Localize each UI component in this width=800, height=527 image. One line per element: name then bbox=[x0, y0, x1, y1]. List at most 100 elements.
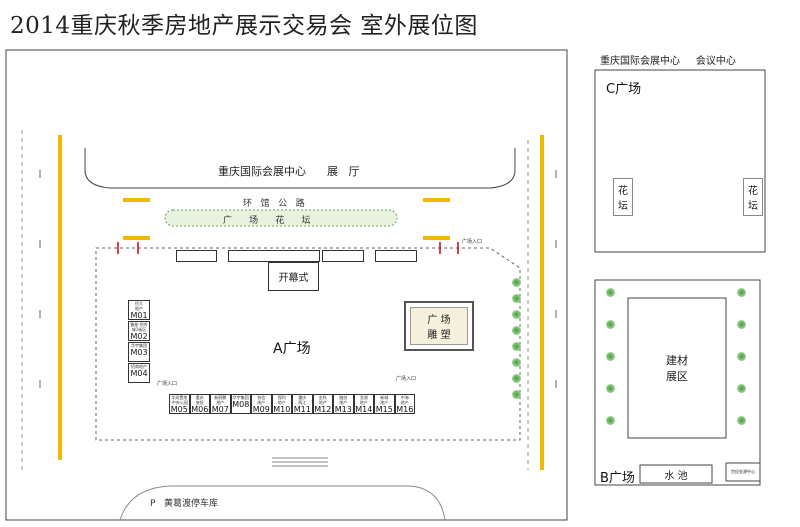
booth-m13-company-2: 地产 bbox=[339, 400, 348, 405]
plant-icon bbox=[512, 390, 521, 399]
plant-icon bbox=[512, 358, 521, 367]
booth-m04[interactable]: 招商地产 M04 bbox=[128, 363, 150, 383]
booth-m05-company: 华润置地 bbox=[171, 395, 188, 400]
plant-icon bbox=[606, 320, 615, 329]
booth-m09[interactable]: 协信 地产 M09 bbox=[251, 394, 272, 414]
flower-bed-right-char2: 坛 bbox=[748, 201, 758, 212]
sculpture-label-1: 广 场 bbox=[427, 315, 451, 326]
booth-m16-company-2: 地产 bbox=[400, 400, 409, 405]
booth-m11-company: 重庆 bbox=[298, 395, 307, 400]
booth-m02-id: M02 bbox=[130, 332, 148, 341]
booth-m07[interactable]: 新鸥鹏 地产 M07 bbox=[210, 394, 231, 414]
flower-bed-left-char2: 坛 bbox=[618, 201, 628, 212]
booth-m11[interactable]: 重庆 两江 M11 bbox=[292, 394, 313, 414]
booth-m15[interactable]: 新城 地产 M15 bbox=[374, 394, 395, 414]
booth-m16-id: M16 bbox=[396, 405, 414, 414]
flower-bed-left: 花 坛 bbox=[613, 178, 633, 216]
booth-m02-company: 鲁能·领秀 bbox=[130, 322, 148, 327]
plant-icon bbox=[606, 384, 615, 393]
plant-icon bbox=[512, 278, 521, 287]
booth-m05-id: M05 bbox=[170, 405, 188, 414]
booth-m16-company: 中海 bbox=[400, 395, 409, 400]
booth-m06[interactable]: 重庆 旅投 M06 bbox=[189, 394, 210, 414]
plaza-c-label: C广场 bbox=[606, 82, 642, 97]
flower-bed-label: 广 场 花 坛 bbox=[223, 216, 311, 226]
booth-m14-company-2: 地产 bbox=[359, 400, 368, 405]
booth-m13-company: 融创 bbox=[339, 395, 348, 400]
plaza-b-label: B广场 bbox=[600, 471, 635, 486]
sculpture-label-2: 雕 塑 bbox=[427, 330, 451, 341]
booth-m07-company-2: 地产 bbox=[216, 400, 225, 405]
booth-m01-id: M01 bbox=[130, 311, 148, 320]
booth-m13[interactable]: 融创 地产 M13 bbox=[333, 394, 354, 414]
flower-bed-right: 花 坛 bbox=[743, 178, 763, 216]
booth-m11-id: M11 bbox=[293, 405, 311, 414]
stage-segment bbox=[176, 250, 217, 262]
plant-icon bbox=[512, 374, 521, 383]
booth-m10-id: M10 bbox=[273, 405, 291, 414]
plant-icon bbox=[737, 384, 746, 393]
building-materials-label-2: 展区 bbox=[666, 370, 688, 383]
booth-m05-company-2: ·中央公园 bbox=[170, 400, 188, 405]
booth-m14-company: 龙湖 bbox=[359, 395, 368, 400]
booth-m14-id: M14 bbox=[355, 405, 373, 414]
booth-m14[interactable]: 龙湖 地产 M14 bbox=[353, 394, 374, 414]
booth-m13-id: M13 bbox=[334, 405, 352, 414]
plant-icon bbox=[512, 310, 521, 319]
plant-icon bbox=[737, 352, 746, 361]
entrance-label-right: 广场入口 bbox=[396, 376, 417, 382]
booth-m08[interactable]: 华宇集团 M08 bbox=[230, 394, 251, 414]
booth-m15-company: 新城 bbox=[380, 395, 389, 400]
booth-m03[interactable]: 华宇集团 M03 bbox=[128, 342, 150, 362]
booth-m12-company: 金科 bbox=[318, 395, 327, 400]
flower-bed-left-char1: 花 bbox=[618, 186, 628, 197]
booth-m07-id: M07 bbox=[211, 405, 229, 414]
page-title: 2014重庆秋季房地产展示交易会 室外展位图 bbox=[10, 13, 478, 39]
stage-segment bbox=[322, 250, 364, 262]
booth-m05[interactable]: 华润置地 ·中央公园 M05 bbox=[169, 394, 190, 414]
water-pool: 水 池 bbox=[664, 470, 688, 482]
booth-m10[interactable]: 保利 地产 M10 bbox=[271, 394, 292, 414]
booth-m10-company-2: 地产 bbox=[277, 400, 286, 405]
booth-m09-company-2: 地产 bbox=[257, 400, 266, 405]
booth-m08-id: M08 bbox=[232, 400, 250, 409]
plant-icon bbox=[512, 342, 521, 351]
plant-icon bbox=[737, 416, 746, 425]
stage-segment bbox=[228, 250, 320, 262]
plant-icon bbox=[512, 326, 521, 335]
booth-m07-company: 新鸥鹏 bbox=[214, 395, 227, 400]
booth-m06-company: 重庆 bbox=[195, 395, 204, 400]
booth-m04-company: 招商地产 bbox=[131, 364, 147, 369]
hall-label: 重庆国际会展中心 展 厅 bbox=[218, 165, 360, 178]
building-materials-label-1: 建材 bbox=[666, 354, 688, 367]
parking-label: P 黄葛渡停车库 bbox=[150, 499, 219, 509]
entrance-label-left: 广场入口 bbox=[157, 381, 178, 387]
building-materials-zone: 建材 展区 bbox=[628, 298, 726, 438]
booth-m08-company: 华宇集团 bbox=[232, 395, 249, 400]
booth-m12-id: M12 bbox=[314, 405, 332, 414]
booth-m02-company-2: 城1街区 bbox=[131, 327, 147, 332]
booth-m03-company: 华宇集团 bbox=[131, 343, 147, 348]
booth-m02[interactable]: 鲁能·领秀 城1街区 M02 bbox=[128, 321, 150, 341]
plant-icon bbox=[737, 288, 746, 297]
booth-row: 华润置地 ·中央公园 M05 重庆 旅投 M06 新鸥鹏 地产 M07 华宇集团… bbox=[169, 394, 415, 414]
booth-m06-company-2: 旅投 bbox=[195, 400, 204, 405]
booth-m04-id: M04 bbox=[130, 369, 148, 378]
booth-m12[interactable]: 金科 地产 M12 bbox=[312, 394, 333, 414]
entrance-label-corner: 广场入口 bbox=[462, 239, 483, 245]
booth-m09-company: 协信 bbox=[257, 395, 266, 400]
plaza-c-header: 重庆国际会展中心 会议中心 bbox=[600, 56, 736, 67]
booth-m01[interactable]: 恒大 地产 M01 bbox=[128, 300, 150, 320]
small-box-label: 世纪金源中心 bbox=[731, 469, 755, 474]
flower-bed-right-char1: 花 bbox=[748, 186, 758, 197]
booth-m16[interactable]: 中海 地产 M16 bbox=[394, 394, 415, 414]
opening-ceremony: 开幕式 bbox=[268, 262, 319, 291]
ring-road-label: 环 馆 公 路 bbox=[243, 199, 305, 209]
stage-segment bbox=[375, 250, 417, 262]
booth-m10-company: 保利 bbox=[277, 395, 286, 400]
plant-icon bbox=[737, 320, 746, 329]
plant-icon bbox=[606, 288, 615, 297]
plaza-a-label: A广场 bbox=[273, 341, 311, 357]
booth-m15-id: M15 bbox=[375, 405, 393, 414]
